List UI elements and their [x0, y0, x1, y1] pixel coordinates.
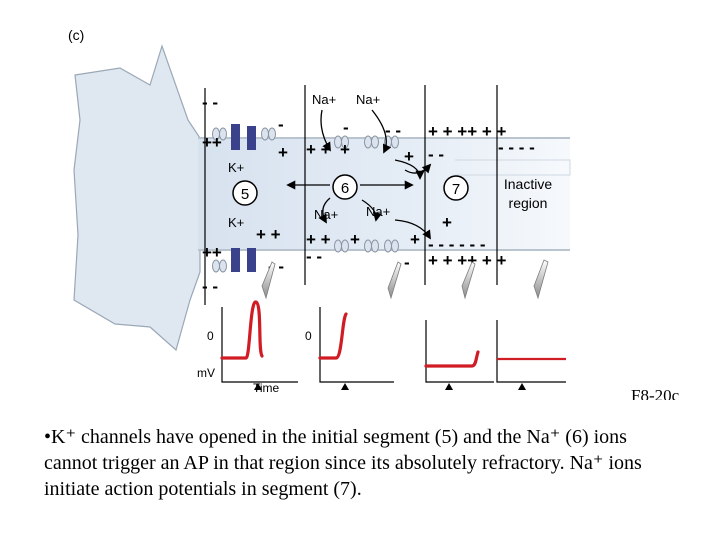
- graph-6: 0: [305, 307, 394, 390]
- svg-text:+: +: [340, 140, 350, 159]
- svg-text:+ +: + +: [306, 230, 331, 249]
- inactive-label-2: region: [509, 195, 548, 211]
- svg-text:++: ++: [202, 243, 222, 262]
- caption-line-3: initiate action potentials in segment (7…: [44, 478, 362, 500]
- k-label-top: K+: [228, 160, 244, 175]
- na-label-top-2: Na+: [356, 92, 380, 107]
- svg-text:+: +: [278, 143, 288, 162]
- na-label-mid-1: Na+: [314, 207, 338, 222]
- svg-text:+: +: [350, 230, 360, 249]
- cell-body: [73, 44, 201, 352]
- k-channel-top: [231, 124, 256, 150]
- caption-bullet: •: [44, 426, 52, 448]
- recording-electrodes: [261, 259, 549, 300]
- segment-5-marker: 5: [232, 180, 258, 206]
- caption-line-2: cannot trigger an AP in that region sinc…: [44, 452, 642, 474]
- current-arrows: [286, 109, 432, 240]
- svg-text:+ + ++ + +: + + ++ + +: [428, 122, 507, 141]
- svg-text:+: +: [404, 147, 414, 166]
- charge-signs: - -++ -+ + ++ -- -+ + + ++ + + - - - - -…: [202, 93, 535, 296]
- graph-xlabel: Time: [253, 381, 280, 395]
- axon-interior: [198, 138, 570, 250]
- graph-zero-label: 0: [207, 329, 214, 343]
- svg-text:+ +: + +: [306, 140, 331, 159]
- svg-text:- - - - - -: - - - - - -: [428, 235, 486, 254]
- svg-text:- -: - -: [385, 121, 401, 140]
- k-channel-bottom: [231, 248, 256, 272]
- graph-6-zero-label: 0: [305, 329, 312, 343]
- graph-inactive: [496, 320, 566, 390]
- svg-text:- -: - -: [306, 247, 322, 266]
- svg-text:+: +: [442, 213, 452, 232]
- graph-5: 0 mV Time: [197, 300, 298, 395]
- segment-5-label: 5: [241, 186, 249, 203]
- segment-7-marker: 7: [443, 175, 469, 201]
- graph-ylabel: mV: [197, 366, 215, 380]
- panel-label: (c): [68, 27, 84, 43]
- na-channels: [212, 127, 399, 273]
- svg-text:-: -: [404, 253, 410, 272]
- svg-text:- - - -: - - - -: [498, 138, 535, 157]
- svg-text:-: -: [278, 115, 284, 134]
- svg-text:++: ++: [202, 133, 222, 152]
- neuron-axon-diagram: (c) - -++ -+ + ++ -- -+ + +: [68, 27, 680, 400]
- figure-id: F8-20c: [631, 386, 680, 400]
- caption-line-1: •K⁺ channels have opened in the initial …: [44, 424, 708, 450]
- inactive-label-1: Inactive: [504, 176, 552, 192]
- svg-text:- -: - -: [428, 145, 444, 164]
- segment-6-marker: 6: [332, 174, 358, 200]
- na-label-top-1: Na+: [312, 92, 336, 107]
- segment-7-label: 7: [452, 181, 460, 198]
- svg-text:- -: - -: [202, 277, 218, 296]
- svg-text:+: +: [410, 230, 420, 249]
- svg-text:- -: - -: [202, 93, 218, 112]
- svg-text:-: -: [343, 118, 349, 137]
- svg-text:+ + ++ + +: + + ++ + +: [428, 251, 507, 270]
- segment-6-label: 6: [341, 180, 349, 197]
- k-label-bottom: K+: [228, 215, 244, 230]
- graph-7: [424, 320, 494, 390]
- caption: •K⁺ channels have opened in the initial …: [44, 424, 708, 502]
- svg-text:+ +: + +: [256, 225, 281, 244]
- caption-text-1: K⁺ channels have opened in the initial s…: [51, 426, 627, 448]
